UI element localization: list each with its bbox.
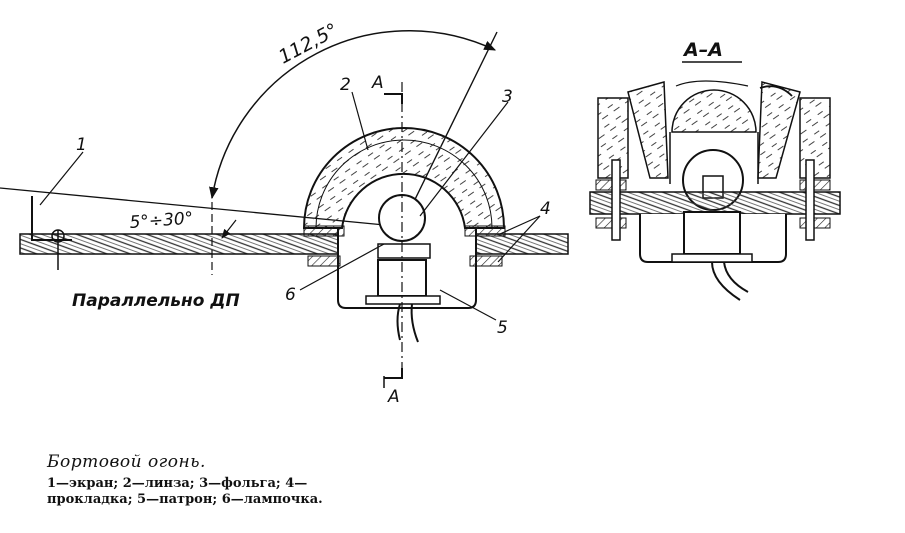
side-light-drawing: 112,5° 5°÷30° Параллельно ДП А А А–А 1 2… — [0, 19, 841, 407]
angle-arc-small — [221, 219, 237, 239]
section-mark-bottom — [384, 368, 403, 379]
gasket-bottom-right — [469, 255, 503, 267]
angle-large-label: 112,5° — [275, 19, 342, 68]
section-reflector-right — [757, 81, 801, 179]
lens-dome — [302, 127, 506, 229]
callout-1: 1 — [76, 135, 87, 155]
section-title-label: А–А — [682, 39, 723, 61]
parallel-label: Параллельно ДП — [72, 291, 240, 311]
section-dome — [671, 89, 757, 133]
angle-arc-large — [209, 29, 497, 200]
callout-5: 5 — [497, 318, 508, 338]
deck-plank — [19, 233, 569, 255]
ray-line — [399, 31, 498, 231]
lamp-base — [377, 243, 431, 259]
callout-4: 4 — [540, 199, 551, 219]
angle-small-label: 5°÷30° — [129, 209, 194, 233]
caption-legend-line-1: 1—экран; 2—линза; 3—фольга; 4— — [47, 476, 308, 491]
cable — [396, 303, 419, 343]
section-bolt-left — [611, 159, 621, 241]
section-mark-bottom-label: А — [387, 387, 400, 407]
section-socket — [683, 211, 741, 255]
section-bolt-right — [805, 159, 815, 241]
figure-caption: Бортовой огонь. 1—экран; 2—линза; 3—фоль… — [47, 452, 607, 508]
callout-3: 3 — [502, 87, 513, 107]
section-mark-top-label: А — [371, 73, 384, 93]
section-cable — [711, 261, 749, 301]
gasket-bottom-left — [307, 255, 341, 267]
gasket-top-right — [464, 225, 506, 237]
gasket-top-left — [303, 225, 345, 237]
section-reflector-left — [627, 81, 669, 179]
caption-legend-line-2: прокладка; 5—патрон; 6—лампочка. — [47, 492, 323, 507]
caption-title: Бортовой огонь. — [47, 452, 206, 472]
section-deck-plank — [589, 191, 841, 215]
section-mark-top — [384, 93, 403, 104]
callout-2: 2 — [340, 75, 351, 95]
section-view — [589, 61, 841, 301]
section-lens-right — [799, 97, 831, 179]
callout-6: 6 — [285, 285, 296, 305]
main-view — [0, 29, 569, 388]
